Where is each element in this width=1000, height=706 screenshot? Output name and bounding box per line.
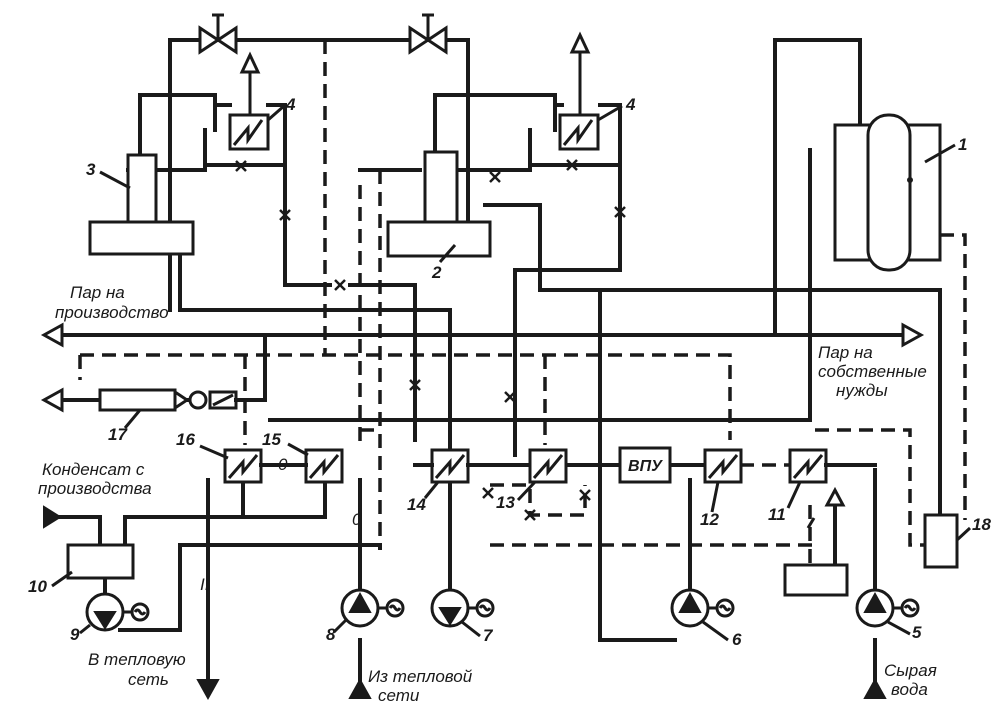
heater-4-right: [558, 31, 600, 151]
label-4: 4: [285, 95, 296, 114]
label-6: 6: [732, 630, 742, 649]
heater-15: [304, 448, 344, 484]
label-4: 4: [625, 95, 636, 114]
vpu-label: ВПУ: [628, 458, 663, 475]
cross-mark: [566, 159, 578, 171]
valve-right: [408, 13, 448, 55]
label-1: 1: [958, 135, 967, 154]
vpu-unit: ВПУ: [618, 446, 672, 484]
steam-production-label: производство: [55, 303, 169, 322]
cross-mark: [334, 279, 346, 291]
mark-zero: 0: [352, 510, 362, 529]
dashed-pipelines: [78, 40, 967, 565]
cross-mark: [235, 160, 247, 172]
heater-11: [788, 448, 828, 484]
pump-5: [855, 588, 920, 628]
label-3: 3: [86, 160, 96, 179]
condensate-label: Конденсат с: [42, 460, 145, 479]
heater-12: [703, 448, 743, 484]
label-13: 13: [496, 493, 515, 512]
label-7: 7: [483, 626, 494, 645]
cross-markers: [235, 159, 626, 521]
arrow-left-icon: [40, 322, 64, 348]
cross-mark: [482, 487, 494, 499]
mark-zero: 0: [278, 455, 288, 474]
heater-13: [528, 448, 568, 484]
label-16: 16: [176, 430, 195, 449]
label-5: 5: [912, 623, 922, 642]
label-17: 17: [108, 425, 128, 444]
heater-16: [223, 448, 263, 484]
valve-left: [198, 13, 238, 55]
unit-18: [923, 513, 959, 569]
label-8: 8: [326, 625, 336, 644]
from-heat-net-label: сети: [378, 686, 420, 705]
turbine-2: [386, 150, 492, 258]
arrow-left-icon: [40, 387, 64, 413]
to-heat-net-label: В тепловую: [88, 650, 186, 669]
up-arrow-icon: [824, 486, 846, 507]
raw-water-label: вода: [891, 680, 928, 699]
deaerator-10: [66, 543, 135, 580]
aux-box: [783, 486, 849, 597]
arrow-down-filled-icon: [196, 679, 220, 701]
exhaust-arrow-icon: [569, 31, 591, 54]
arrow-right-filled-icon: [43, 505, 62, 529]
line-marks: 0 0 II: [200, 455, 362, 594]
cross-mark: [489, 171, 501, 183]
condensate-label: производства: [38, 479, 152, 498]
heater-4-left: [228, 51, 270, 151]
cross-mark: [579, 489, 591, 501]
steam-own-label: собственные: [818, 362, 927, 381]
label-10: 10: [28, 577, 47, 596]
label-15: 15: [262, 430, 281, 449]
exhaust-arrow-icon: [239, 51, 261, 74]
pump-7: [430, 588, 495, 628]
steam-own-label: Пар на: [818, 343, 873, 362]
steam-own-label: нужды: [836, 381, 888, 400]
cooler-17: [98, 388, 267, 412]
cross-mark: [409, 379, 421, 391]
pump-8: [340, 588, 405, 628]
number-labels: 1 2 3 4 4 5 6 7 8 9 10 11 12 13 14 15 16…: [28, 95, 991, 649]
cross-mark: [504, 391, 516, 403]
label-18: 18: [972, 515, 991, 534]
boiler-1: [833, 113, 942, 272]
label-9: 9: [70, 625, 80, 644]
label-2: 2: [431, 263, 442, 282]
cross-mark: [524, 509, 536, 521]
mark-ii: II: [200, 575, 210, 594]
pump-6: [670, 588, 735, 628]
pump-9: [85, 592, 150, 632]
cross-mark: [279, 209, 291, 221]
turbine-3: [88, 153, 195, 256]
cross-mark: [614, 206, 626, 218]
arrow-up-filled-icon: [863, 677, 887, 699]
text-labels: Пар на производство Пар на собственные н…: [38, 283, 937, 705]
solid-pipelines: [58, 38, 942, 682]
label-11: 11: [768, 505, 786, 524]
to-heat-net-label: сеть: [128, 670, 169, 689]
label-12: 12: [700, 510, 719, 529]
heater-14: [430, 448, 470, 484]
from-heat-net-label: Из тепловой: [368, 667, 473, 686]
flow-arrows: [40, 322, 925, 701]
arrow-up-filled-icon: [348, 677, 372, 699]
raw-water-label: Сырая: [884, 661, 937, 680]
arrow-right-icon: [901, 322, 925, 348]
steam-production-label: Пар на: [70, 283, 125, 302]
label-14: 14: [407, 495, 426, 514]
